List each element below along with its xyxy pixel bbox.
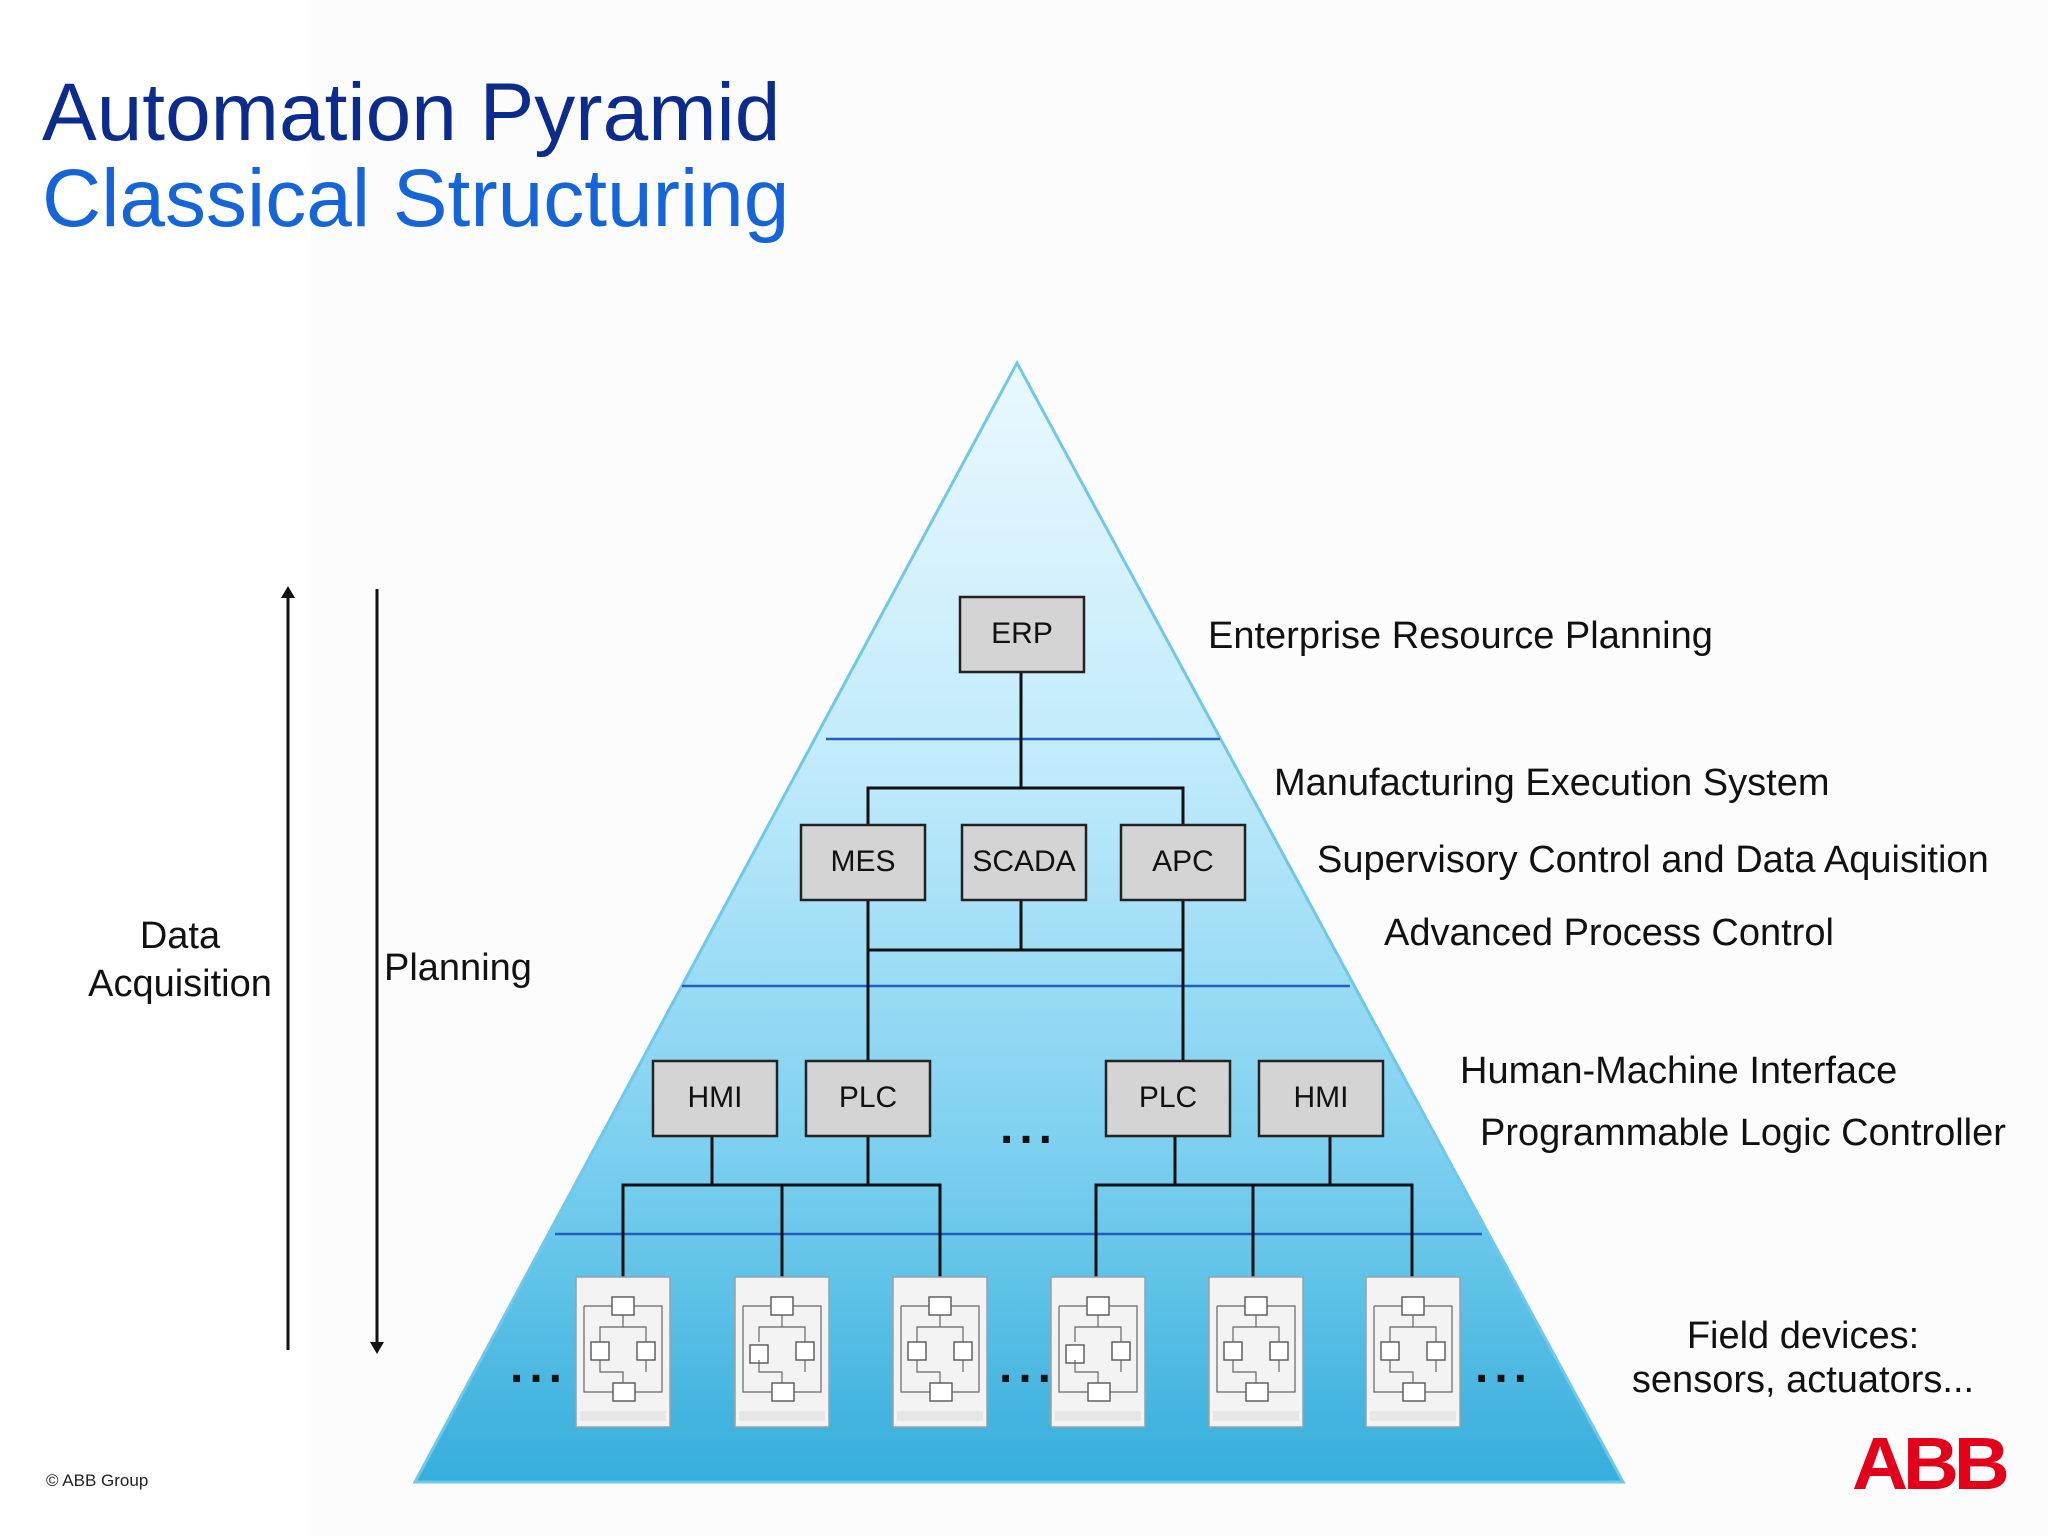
apc-node: APC — [1119, 823, 1247, 902]
pyramid-shape — [412, 359, 1626, 1484]
field-device-card — [892, 1276, 988, 1428]
erp-node: ERP — [958, 595, 1086, 674]
field-device-card — [1365, 1276, 1461, 1428]
hmi-node-left: HMI — [651, 1059, 779, 1138]
erp-description: Enterprise Resource Planning — [1208, 615, 1713, 657]
hmi-node-right-label: HMI — [1294, 1081, 1349, 1114]
field-devices-group — [575, 1276, 1461, 1428]
hmi-description: Human-Machine Interface — [1460, 1050, 1897, 1092]
apc-description: Advanced Process Control — [1384, 912, 1834, 954]
abb-logo: ABB — [1852, 1422, 2010, 1505]
connection-wires — [621, 672, 1414, 1277]
scada-node: SCADA — [960, 823, 1088, 902]
plc-node-left-label: PLC — [839, 1081, 897, 1114]
data-acquisition-label-line1: Data — [140, 915, 221, 957]
field-device-card — [734, 1276, 830, 1428]
erp-node-label: ERP — [991, 617, 1053, 650]
scada-node-label: SCADA — [972, 845, 1075, 878]
mes-node: MES — [799, 823, 927, 902]
hmi-node-left-label: HMI — [688, 1081, 743, 1114]
mes-node-label: MES — [830, 845, 895, 878]
mes-description: Manufacturing Execution System — [1274, 762, 1830, 804]
field-ellipsis-right: ... — [1475, 1340, 1533, 1393]
plc-node-right: PLC — [1104, 1059, 1232, 1138]
field-devices-description-line2: sensors, actuators... — [1632, 1359, 1974, 1401]
hmi-node-right: HMI — [1257, 1059, 1385, 1138]
field-device-card — [575, 1276, 671, 1428]
data-acquisition-label-line2: Acquisition — [88, 963, 272, 1005]
plc-node-left: PLC — [804, 1059, 932, 1138]
apc-node-label: APC — [1152, 845, 1214, 878]
slide-subtitle: Classical Structuring — [42, 153, 790, 244]
planning-label: Planning — [384, 947, 532, 989]
plc-description: Programmable Logic Controller — [1480, 1112, 2006, 1154]
copyright-text: © ABB Group — [46, 1471, 149, 1490]
plc-node-right-label: PLC — [1139, 1081, 1197, 1114]
scada-description: Supervisory Control and Data Aquisition — [1317, 839, 1989, 881]
field-device-card — [1208, 1276, 1304, 1428]
field-ellipsis-middle: ... — [999, 1340, 1057, 1393]
field-ellipsis-left: ... — [510, 1340, 568, 1393]
field-devices-description-line1: Field devices: — [1687, 1315, 1919, 1357]
slide-title: Automation Pyramid — [42, 67, 781, 158]
field-device-card — [1050, 1276, 1146, 1428]
control-level-ellipsis: ... — [1000, 1101, 1058, 1154]
